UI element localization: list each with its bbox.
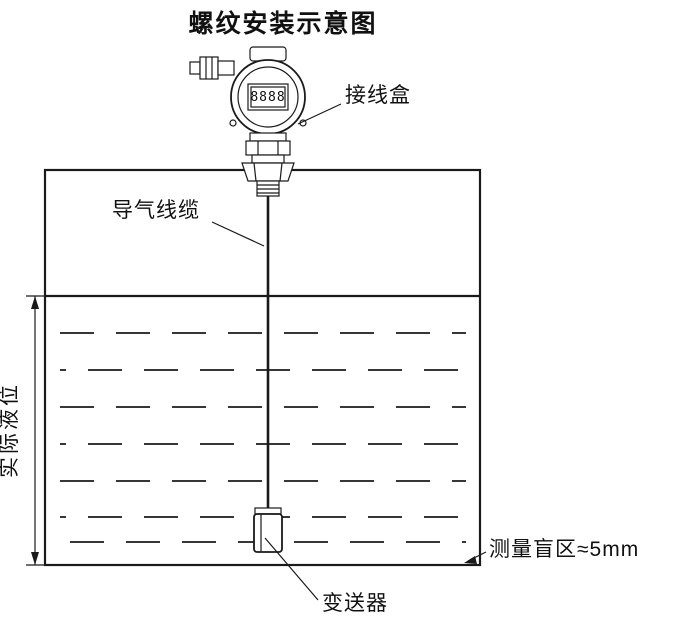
bolt-left xyxy=(229,119,237,127)
transmitter-head: 8888 xyxy=(189,46,307,197)
label-blind-zone: 测量盲区≈5mm xyxy=(489,538,639,561)
neck-block xyxy=(245,140,291,156)
leader-air-cable xyxy=(211,221,265,247)
dim-arrow-up xyxy=(31,296,39,309)
neck-spacer xyxy=(251,154,285,164)
gland-nub xyxy=(189,61,201,75)
leader-transmitter xyxy=(264,537,319,601)
neck-collar xyxy=(249,132,287,142)
leader-junction-box xyxy=(297,103,342,125)
label-junction-box: 接线盒 xyxy=(345,84,411,107)
probe-transmitter xyxy=(253,507,283,553)
top-cap xyxy=(249,46,287,62)
probe-body xyxy=(253,513,283,553)
label-actual-level: 实际液位 xyxy=(0,382,21,478)
tank-outline xyxy=(43,168,482,567)
lcd-digits: 8888 xyxy=(250,90,285,105)
hex-nut xyxy=(241,162,295,182)
blind-zone-arrow xyxy=(464,556,477,564)
level-dimension: 实际液位 xyxy=(0,295,45,566)
page-title: 螺纹安装示意图 xyxy=(188,9,377,38)
cable-gland xyxy=(199,56,219,80)
label-air-cable: 导气线缆 xyxy=(112,199,200,222)
dim-arrow-down xyxy=(31,552,39,565)
label-transmitter: 变送器 xyxy=(322,592,388,615)
